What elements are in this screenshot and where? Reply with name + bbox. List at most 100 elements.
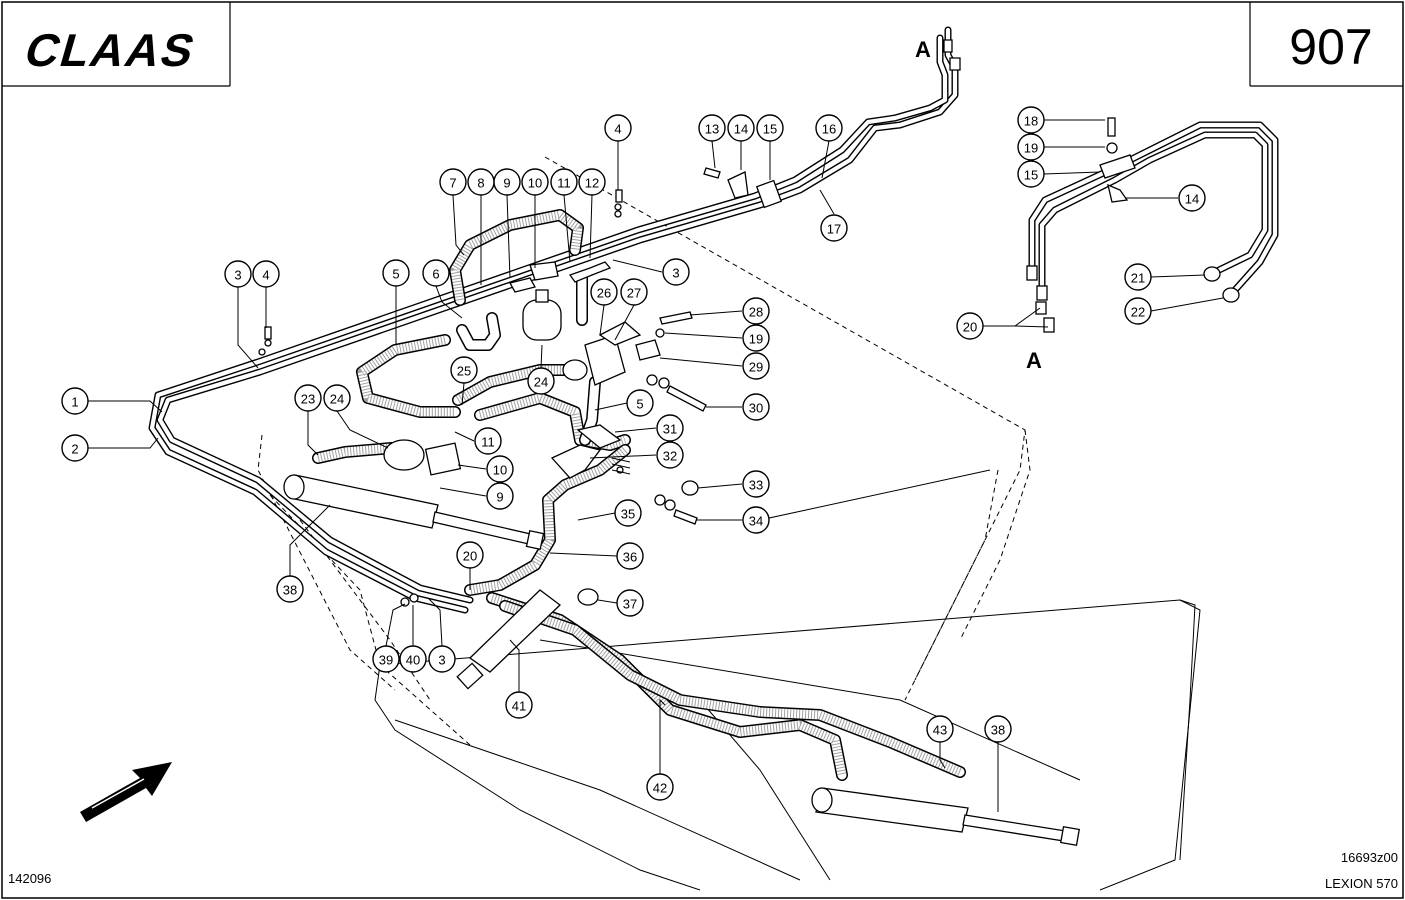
callout-11: 11 — [550, 168, 578, 196]
callout-number: 26 — [597, 286, 611, 301]
callout-20: 20 — [956, 312, 984, 340]
callout-circle — [323, 384, 351, 412]
callout-number: 8 — [477, 176, 484, 191]
callout-circle — [450, 356, 478, 384]
callout-31: 31 — [656, 414, 684, 442]
callout-5: 5 — [626, 389, 654, 417]
callout-circle — [926, 715, 954, 743]
hydraulic-hoses — [312, 209, 966, 781]
callout-19: 19 — [1017, 133, 1045, 161]
callout-number: 15 — [1024, 168, 1038, 183]
callout-circle — [474, 427, 502, 455]
callout-circle — [578, 168, 606, 196]
callout-circle — [742, 506, 770, 534]
callout-circle — [486, 482, 514, 510]
callout-number: 14 — [1185, 192, 1199, 207]
callout-37: 37 — [616, 589, 644, 617]
callout-number: 41 — [512, 699, 526, 714]
callout-33: 33 — [742, 470, 770, 498]
detail-a — [943, 39, 1279, 333]
callout-38: 38 — [276, 575, 304, 603]
callout-circle — [662, 258, 690, 286]
callout-circle — [1124, 263, 1152, 291]
callout-25: 25 — [450, 356, 478, 384]
callout-circle — [1017, 133, 1045, 161]
callout-circle — [742, 352, 770, 380]
callout-number: 23 — [301, 392, 315, 407]
valve-block — [562, 321, 642, 386]
callout-number: 14 — [734, 122, 748, 137]
callout-number: 11 — [557, 176, 571, 191]
callout-15: 15 — [1017, 160, 1045, 188]
callout-number: 9 — [496, 490, 503, 505]
callout-3: 3 — [662, 258, 690, 286]
callout-circle — [486, 455, 514, 483]
callout-20: 20 — [456, 541, 484, 569]
callout-10: 10 — [486, 455, 514, 483]
callout-number: 3 — [234, 268, 241, 283]
callout-28: 28 — [742, 297, 770, 325]
callout-10: 10 — [521, 168, 549, 196]
callout-circle — [61, 387, 89, 415]
callout-circle — [527, 367, 555, 395]
callout-number: 35 — [621, 507, 635, 522]
callout-circle — [439, 168, 467, 196]
callout-circle — [428, 645, 456, 673]
callout-number: 5 — [636, 397, 643, 412]
callout-circle — [604, 114, 632, 142]
cylinder-41 — [456, 589, 562, 690]
callout-6: 6 — [422, 259, 450, 287]
callout-circle — [815, 114, 843, 142]
callout-circle — [505, 691, 533, 719]
lift-cylinder-right — [811, 787, 1081, 847]
detail-marker-top: A — [915, 37, 931, 62]
page-number: 907 — [1289, 19, 1372, 75]
callout-3: 3 — [224, 260, 252, 288]
callout-circle — [614, 499, 642, 527]
callout-7: 7 — [439, 168, 467, 196]
footer-left-code: 142096 — [8, 871, 51, 886]
callout-circle — [372, 645, 400, 673]
callout-circle — [742, 324, 770, 352]
callout-circle — [616, 589, 644, 617]
callout-2: 2 — [61, 434, 89, 462]
callout-9: 9 — [486, 482, 514, 510]
callout-32: 32 — [656, 441, 684, 469]
callout-number: 25 — [457, 364, 471, 379]
callout-30: 30 — [742, 393, 770, 421]
callout-number: 5 — [392, 267, 399, 282]
callout-29: 29 — [742, 352, 770, 380]
callout-number: 11 — [481, 435, 495, 450]
callout-number: 24 — [534, 375, 548, 390]
callout-number: 10 — [528, 176, 542, 191]
callout-number: 30 — [749, 401, 763, 416]
callout-12: 12 — [578, 168, 606, 196]
callout-circle — [984, 715, 1012, 743]
callout-23: 23 — [294, 384, 322, 412]
callout-circle — [656, 441, 684, 469]
callout-8: 8 — [467, 168, 495, 196]
callout-number: 4 — [614, 122, 621, 137]
callout-9: 9 — [493, 168, 521, 196]
callout-circle — [61, 434, 89, 462]
bracket-31-32 — [550, 424, 622, 479]
hydraulic-components — [258, 167, 1081, 847]
callout-number: 42 — [653, 781, 667, 796]
brand-logo-text: CLAAS — [19, 25, 202, 76]
fasteners — [258, 167, 783, 607]
callout-number: 29 — [749, 360, 763, 375]
callout-circle — [1178, 184, 1206, 212]
callout-number: 34 — [749, 514, 763, 529]
callout-circle — [1124, 297, 1152, 325]
callout-number: 20 — [963, 320, 977, 335]
callout-circle — [224, 260, 252, 288]
callout-39: 39 — [372, 645, 400, 673]
callout-number: 40 — [406, 653, 420, 668]
callout-number: 38 — [283, 583, 297, 598]
callout-26: 26 — [590, 278, 618, 306]
callout-number: 7 — [449, 176, 456, 191]
callout-17: 17 — [820, 214, 848, 242]
callout-circle — [1017, 106, 1045, 134]
callout-number: 19 — [749, 332, 763, 347]
footer-drawing-code: 16693z00 — [1341, 850, 1398, 865]
